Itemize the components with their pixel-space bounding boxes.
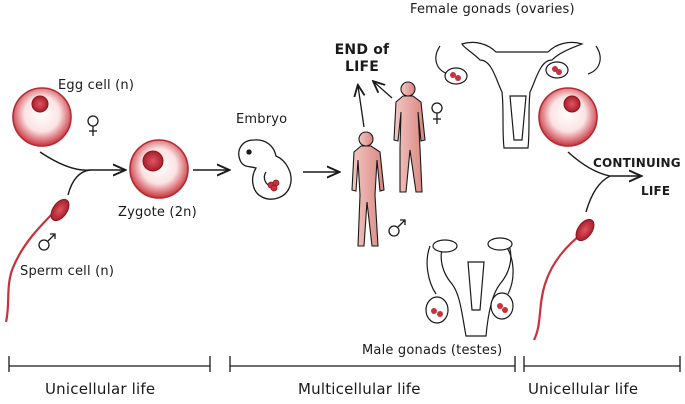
fertilization-arrow bbox=[39, 151, 124, 196]
male-human-figure bbox=[351, 131, 385, 247]
arrow-female-end-of-life bbox=[374, 82, 393, 99]
continuing-life-arrow bbox=[567, 151, 640, 213]
male-symbol-icon-adult bbox=[388, 219, 406, 237]
end-of-life-line1: END of bbox=[334, 42, 390, 58]
female-human-figure bbox=[393, 81, 426, 193]
zygote-label: Zygote (2n) bbox=[118, 205, 197, 220]
sperm-cell-label: Sperm cell (n) bbox=[20, 264, 115, 279]
phase-label-unicellular-right: Unicellular life bbox=[528, 380, 639, 398]
egg-cell-right-icon bbox=[538, 87, 598, 147]
egg-cell-label: Egg cell (n) bbox=[58, 78, 135, 93]
phase-bracket-multicellular bbox=[229, 356, 516, 372]
phase-bracket-unicellular-left bbox=[8, 356, 211, 372]
female-symbol-icon-egg bbox=[87, 115, 99, 136]
male-gonads-label: Male gonads (testes) bbox=[362, 343, 503, 358]
phase-label-unicellular-left: Unicellular life bbox=[45, 380, 156, 398]
life-label: LIFE bbox=[641, 184, 671, 198]
sperm-cell-icon bbox=[4, 198, 70, 323]
zygote-icon bbox=[129, 139, 189, 199]
male-symbol-icon-sperm bbox=[38, 233, 56, 251]
egg-cell-icon bbox=[12, 87, 72, 147]
continuing-label: CONTINUING bbox=[593, 156, 681, 170]
embryo-label: Embryo bbox=[236, 112, 288, 127]
end-of-life-label: END of LIFE bbox=[330, 42, 394, 76]
male-gonads-icon bbox=[425, 237, 514, 337]
phase-bracket-unicellular-right bbox=[523, 356, 681, 372]
female-symbol-icon-adult bbox=[431, 102, 443, 124]
embryo-icon bbox=[238, 139, 292, 200]
female-gonads-label: Female gonads (ovaries) bbox=[410, 2, 575, 17]
arrow-male-end-of-life bbox=[358, 86, 364, 128]
phase-label-multicellular: Multicellular life bbox=[298, 380, 421, 398]
female-gonads-icon bbox=[435, 41, 601, 149]
end-of-life-line2: LIFE bbox=[344, 59, 380, 75]
sperm-cell-right-icon bbox=[533, 218, 595, 341]
